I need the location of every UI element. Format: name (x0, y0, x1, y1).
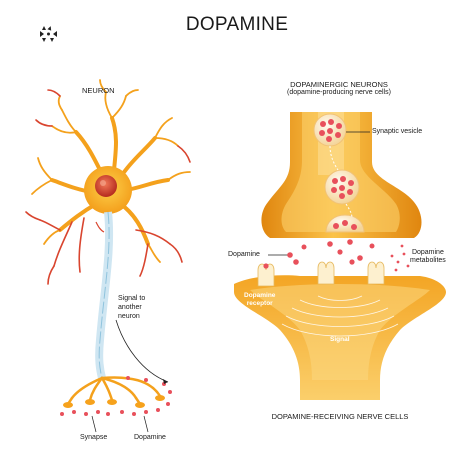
metabolites-label: Dopamine metabolites (410, 249, 446, 264)
cleft-dopamine-dots (293, 239, 375, 265)
dopaminergic-subheading: (dopamine-producing nerve cells) (287, 89, 391, 96)
vesicle-path-arrows (329, 145, 353, 219)
synapse-label: Synapse (80, 434, 108, 441)
nucleus-icon (95, 175, 117, 197)
cleft-dopamine-label: Dopamine (228, 251, 260, 258)
neuron-axon-terminals (66, 376, 162, 406)
neuron-soma (84, 166, 132, 214)
postsynaptic-terminal (234, 275, 446, 400)
neuron-heading: NEURON (82, 86, 115, 95)
metabolite-dots (390, 244, 410, 272)
page-title: DOPAMINE (185, 14, 289, 35)
receiving-cells-caption: DOPAMINE-RECEIVING NERVE CELLS (271, 412, 409, 421)
signal-post-label: Signal (330, 336, 350, 343)
synapse-pointer (91, 415, 97, 433)
signal-label: Signal to another neuron (118, 295, 146, 320)
dopaminergic-heading: DOPAMINERGIC NEURONS (290, 80, 388, 89)
logo-icon (40, 26, 57, 42)
dopamine-receptors (257, 261, 385, 287)
neuron-dopamine-label: Dopamine (134, 434, 166, 441)
bound-dopamine-dots (263, 263, 269, 269)
receptor-label: Dopamine receptor (244, 292, 276, 307)
neuron-axon (95, 211, 114, 379)
signal-waves (281, 295, 399, 337)
terminal-bulbs (63, 395, 165, 408)
signal-arrow (115, 319, 169, 383)
neuron-dopamine-dots (60, 376, 172, 416)
synaptic-vesicle-label: Synaptic vesicle (372, 128, 423, 135)
vesicle-dopamine-dots (319, 119, 357, 230)
dopamine-pointer (143, 415, 149, 433)
